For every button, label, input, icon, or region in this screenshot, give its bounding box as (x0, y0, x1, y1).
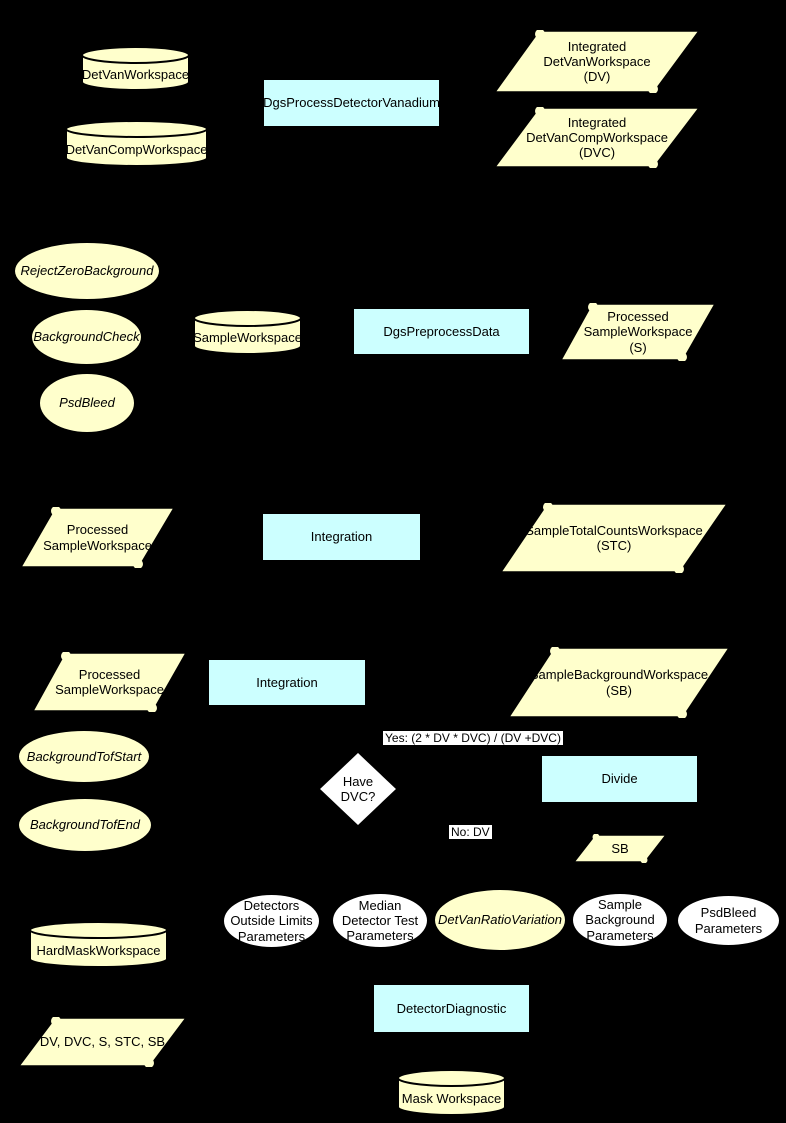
cylinder-sample-workspace: SampleWorkspace (193, 309, 302, 355)
node-label: Integration (310, 529, 373, 545)
parallelogram-processed-sample-workspace-s: Processed SampleWorkspace (S) (560, 303, 716, 361)
node-label: Have DVC? (340, 773, 376, 804)
parallelogram-glyph (560, 303, 716, 361)
node-label: Processed SampleWorkspace (43, 522, 152, 553)
node-label: PsdBleed (59, 395, 115, 411)
node-label: BackgroundCheck (33, 329, 140, 345)
node-label: DetVanCompWorkspace (65, 141, 208, 157)
ellipse-sample-background-parameters: Sample Background Parameters (572, 893, 668, 947)
cylinder-det-van-comp-workspace: DetVanCompWorkspace (65, 120, 208, 167)
node-label: DV, DVC, S, STC, SB (39, 1034, 166, 1050)
parallelogram-glyph (20, 507, 175, 568)
ellipse-det-van-ratio-variation: DetVanRatioVariation (434, 889, 566, 951)
node-label: Integrated DetVanWorkspace (DV) (543, 38, 651, 85)
ellipse-background-check: BackgroundCheck (31, 309, 142, 365)
node-label: DgsProcessDetectorVanadium (263, 95, 440, 111)
diamond-glyph (318, 751, 398, 827)
node-label: Integration (256, 674, 318, 690)
process-dgs-preprocess-data: DgsPreprocessData (353, 308, 530, 355)
parallelogram-glyph (494, 107, 700, 168)
edge-label-no: No: DV (449, 825, 492, 840)
node-label: DgsPreprocessData (383, 323, 500, 339)
parallelogram-glyph (508, 647, 730, 718)
node-label: BackgroundTofStart (26, 748, 142, 764)
parallelogram-glyph (18, 1017, 187, 1067)
process-detector-diagnostic: DetectorDiagnostic (373, 984, 530, 1033)
node-label: DetVanRatioVariation (437, 912, 563, 928)
node-label: HardMaskWorkspace (36, 942, 161, 958)
ellipse-detectors-outside-limits-parameters: Detectors Outside Limits Parameters (223, 894, 320, 948)
process-divide: Divide (541, 755, 698, 803)
node-label: Processed SampleWorkspace (55, 666, 164, 697)
ellipse-psd-bleed: PsdBleed (39, 373, 135, 433)
cylinder-det-van-workspace: DetVanWorkspace (81, 46, 190, 91)
node-label: Median Detector Test Parameters (341, 897, 419, 944)
cylinder-glyph (193, 309, 302, 355)
node-label: Divide (601, 771, 638, 787)
node-label: DetVanWorkspace (81, 66, 190, 82)
cylinder-hard-mask-workspace: HardMaskWorkspace (29, 921, 168, 968)
parallelogram-sample-background-workspace: SampleBackgroundWorkspace (SB) (508, 647, 730, 718)
ellipse-median-detector-test-parameters: Median Detector Test Parameters (332, 893, 428, 948)
node-label: DetectorDiagnostic (396, 1000, 507, 1016)
parallelogram-glyph (573, 834, 667, 863)
parallelogram-glyph (32, 652, 187, 712)
ellipse-reject-zero-background: RejectZeroBackground (14, 242, 160, 300)
edge-label-yes: Yes: (2 * DV * DVC) / (DV +DVC) (383, 731, 563, 746)
parallelogram-glyph (500, 503, 728, 573)
cylinder-mask-workspace: Mask Workspace (397, 1069, 506, 1116)
parallelogram-glyph (494, 30, 700, 93)
node-label: Integrated DetVanCompWorkspace (DVC) (526, 114, 668, 161)
ellipse-psd-bleed-parameters: PsdBleed Parameters (677, 895, 780, 946)
cylinder-glyph (29, 921, 168, 968)
cylinder-glyph (397, 1069, 506, 1116)
parallelogram-sample-total-counts-workspace: SampleTotalCountsWorkspace (STC) (500, 503, 728, 573)
node-label: SampleBackgroundWorkspace (SB) (529, 667, 709, 698)
parallelogram-processed-sample-workspace-2: Processed SampleWorkspace (32, 652, 187, 712)
process-integration-2: Integration (208, 659, 366, 706)
ellipse-background-tof-end: BackgroundTofEnd (18, 798, 152, 852)
process-dgs-process-detector-vanadium: DgsProcessDetectorVanadium (263, 79, 440, 127)
node-label: SampleWorkspace (193, 330, 302, 346)
node-label: RejectZeroBackground (20, 263, 154, 279)
parallelogram-integrated-det-van-comp-workspace: Integrated DetVanCompWorkspace (DVC) (494, 107, 700, 168)
parallelogram-dv-dvc-s-stc-sb: DV, DVC, S, STC, SB (18, 1017, 187, 1067)
decision-have-dvc: Have DVC? (318, 751, 398, 827)
node-label: Processed SampleWorkspace (S) (583, 309, 693, 355)
node-label: SB (611, 840, 629, 856)
parallelogram-processed-sample-workspace-1: Processed SampleWorkspace (20, 507, 175, 568)
node-label: Detectors Outside Limits Parameters (230, 898, 313, 944)
node-label: PsdBleed Parameters (694, 905, 763, 936)
node-label: Sample Background Parameters (585, 897, 655, 943)
cylinder-glyph (65, 120, 208, 167)
parallelogram-integrated-det-van-workspace: Integrated DetVanWorkspace (DV) (494, 30, 700, 93)
cylinder-glyph (81, 46, 190, 91)
parallelogram-sb: SB (573, 834, 667, 863)
process-integration-1: Integration (262, 513, 421, 561)
node-label: Mask Workspace (401, 1090, 502, 1106)
node-label: SampleTotalCountsWorkspace (STC) (525, 522, 703, 553)
node-label: BackgroundTofEnd (29, 817, 141, 833)
ellipse-background-tof-start: BackgroundTofStart (18, 730, 150, 783)
